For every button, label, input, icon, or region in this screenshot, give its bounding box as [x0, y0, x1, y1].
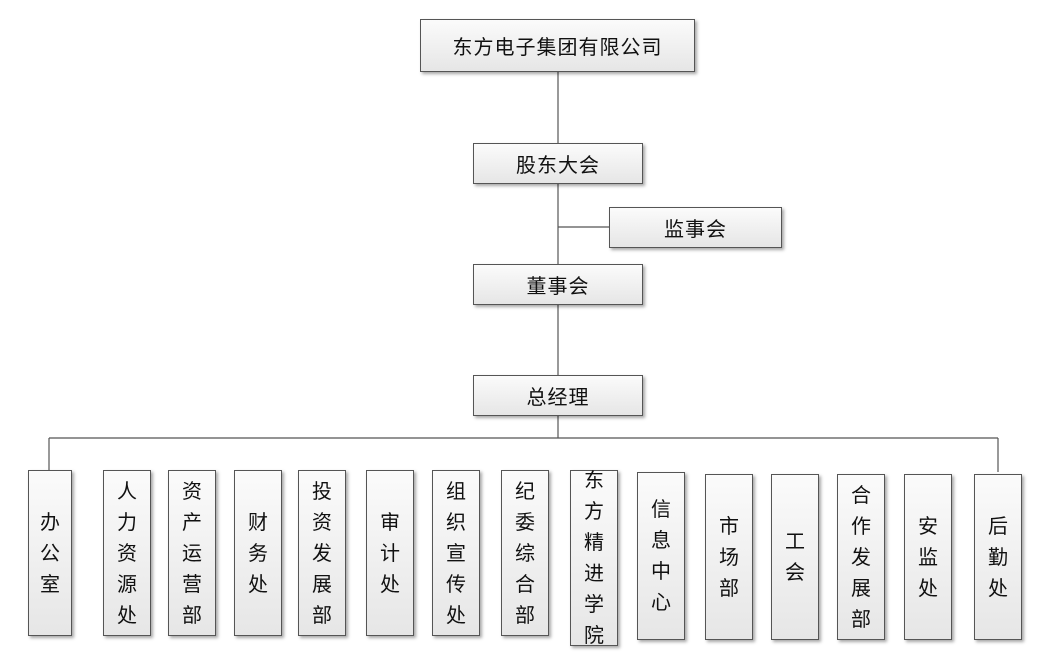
- dept-box-organization: 组织宣传处: [432, 470, 480, 636]
- dept-label: 安监处: [918, 513, 938, 600]
- dept-box-academy: 东方精进学院: [570, 468, 618, 647]
- dept-label: 财务处: [248, 509, 268, 596]
- dept-box-discipline: 纪委综合部: [501, 470, 549, 636]
- dept-label: 审计处: [380, 509, 400, 596]
- board-label: 董事会: [526, 274, 590, 298]
- dept-box-info-center: 信息中心: [637, 472, 685, 640]
- dept-label: 纪委综合部: [515, 478, 535, 627]
- dept-box-union: 工会: [771, 474, 819, 640]
- dept-label: 组织宣传处: [446, 478, 466, 627]
- supervisors-box: 监事会: [609, 207, 782, 248]
- dept-label: 投资发展部: [312, 478, 332, 627]
- shareholders-box: 股东大会: [473, 143, 643, 184]
- shareholders-label: 股东大会: [516, 153, 600, 177]
- dept-label: 信息中心: [651, 497, 671, 614]
- gm-label: 总经理: [526, 385, 590, 409]
- dept-label: 人力资源处: [117, 478, 137, 627]
- dept-box-cooperation: 合作发展部: [837, 474, 885, 640]
- dept-box-asset-ops: 资产运营部: [168, 470, 216, 636]
- board-box: 董事会: [473, 264, 643, 305]
- dept-box-finance: 财务处: [234, 470, 282, 636]
- company-box: 东方电子集团有限公司: [420, 19, 695, 72]
- dept-box-hr: 人力资源处: [103, 470, 151, 636]
- dept-label: 后勤处: [988, 513, 1008, 600]
- dept-box-investment: 投资发展部: [298, 470, 346, 636]
- dept-label: 资产运营部: [182, 478, 202, 627]
- dept-box-audit: 审计处: [366, 470, 414, 636]
- company-label: 东方电子集团有限公司: [452, 35, 663, 59]
- dept-box-safety: 安监处: [904, 474, 952, 640]
- dept-label: 合作发展部: [851, 482, 871, 631]
- dept-box-logistics: 后勤处: [974, 474, 1022, 640]
- dept-label: 东方精进学院: [584, 468, 604, 647]
- dept-label: 办公室: [40, 509, 60, 596]
- dept-box-office: 办公室: [28, 470, 72, 636]
- supervisors-label: 监事会: [664, 217, 727, 241]
- dept-label: 工会: [785, 529, 805, 584]
- gm-box: 总经理: [473, 375, 643, 416]
- dept-box-marketing: 市场部: [705, 474, 753, 640]
- dept-label: 市场部: [719, 513, 739, 600]
